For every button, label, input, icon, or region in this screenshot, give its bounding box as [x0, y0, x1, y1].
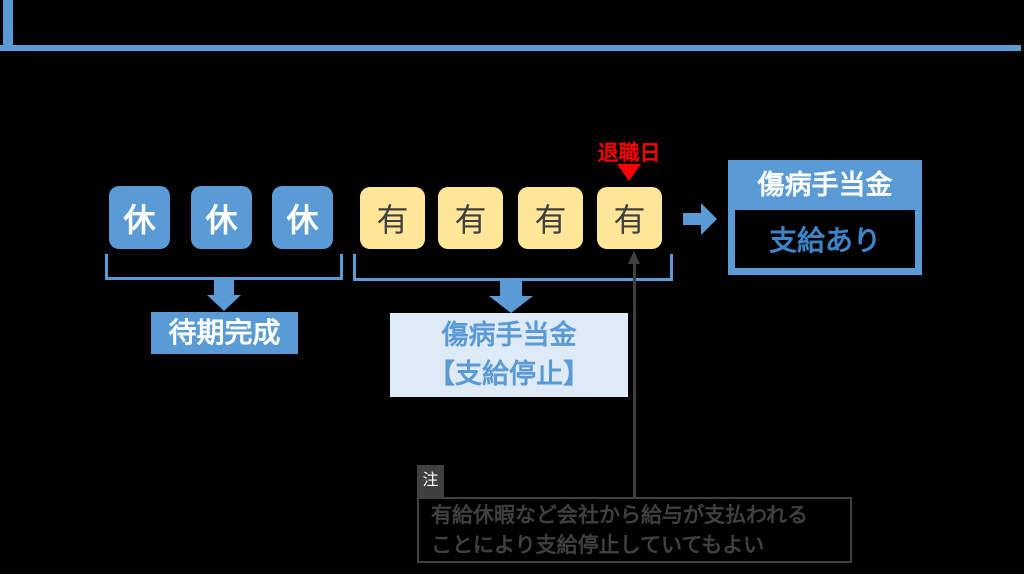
benefit-result-status: 支給あり [735, 210, 915, 268]
rest-group-bracket [340, 254, 343, 280]
down-arrow-icon [489, 296, 533, 313]
paid-leave-day-box: 有 [360, 187, 425, 249]
rest-day-box: 休 [109, 186, 170, 249]
down-arrow-icon [500, 281, 522, 296]
note-pointer-line [633, 263, 636, 498]
paid-leave-day-box: 有 [518, 187, 583, 249]
rest-group-bracket [105, 277, 343, 280]
rest-day-box: 休 [272, 186, 333, 249]
down-arrow-icon [214, 280, 234, 295]
retirement-day-label: 退職日 [597, 142, 661, 165]
paid-leave-day-box: 有 [597, 187, 662, 249]
note-line1: 有給休暇など会社から給与が支払われる [431, 504, 808, 527]
paid-leave-day-box: 有 [438, 187, 503, 249]
note-line2: ことにより支給停止していてもよい [431, 534, 765, 557]
rest-group-bracket [105, 254, 108, 280]
benefit-suspended-line1: 傷病手当金 [441, 320, 577, 350]
header-accent-bar [3, 0, 13, 45]
benefit-suspended-box: 傷病手当金 【支給停止】 [390, 313, 628, 397]
down-arrow-icon [207, 295, 241, 311]
up-arrow-icon [628, 251, 640, 264]
header-underline [0, 45, 1021, 51]
note-box: 有給休暇など会社から給与が支払われる ことにより支給停止していてもよい [417, 497, 852, 563]
right-arrow-icon [683, 203, 717, 235]
rest-day-box: 休 [191, 186, 252, 249]
benefit-result-box: 傷病手当金 支給あり [728, 160, 922, 275]
note-tag: 注 [417, 465, 444, 497]
paid-group-bracket [670, 254, 673, 281]
waiting-period-box: 待期完成 [151, 312, 298, 354]
down-triangle-icon [617, 164, 641, 181]
benefit-result-title: 傷病手当金 [757, 170, 893, 200]
paid-group-bracket [353, 254, 356, 281]
benefit-suspended-line2: 【支給停止】 [428, 359, 590, 389]
paid-group-bracket [353, 278, 673, 281]
